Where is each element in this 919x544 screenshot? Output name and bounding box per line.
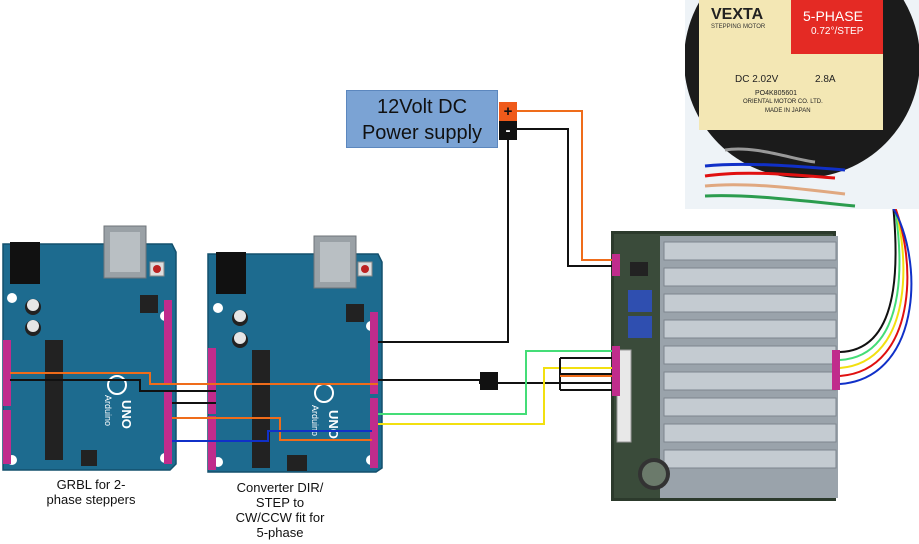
wire-conv-cw [378,350,612,415]
svg-text:Arduino: Arduino [103,395,113,426]
wire-grbl-dir [10,372,378,385]
left-caption-line2: phase steppers [46,492,136,507]
motor-brand: VEXTA [711,6,764,23]
wire-grbl-step-b [172,417,372,441]
power-supply-line2: Power supply [361,122,483,144]
motor-terminal [832,350,840,390]
wire-grbl-gnd [10,379,216,392]
right-board-caption: Converter DIR/ STEP to CW/CCW fit for 5-… [212,480,348,540]
motor-step: 0.72°/STEP [811,26,864,37]
atmega-chip [45,340,63,460]
motor-wire-blue [839,201,913,385]
digital-header-low [370,398,378,468]
power-header [208,348,216,414]
svg-text:Arduino: Arduino [310,405,320,436]
dc-jack [10,242,40,284]
right-caption-line1: Converter DIR/ [236,480,324,495]
analog-header [3,410,11,464]
atmega-chip [252,350,270,468]
arduino-converter-board: Arduino UNO [207,235,383,473]
dc-jack [216,252,246,294]
plus-terminal: + [499,102,517,121]
right-caption-line3: CW/CCW fit for [235,510,325,525]
motor-voltage: DC 2.02V [735,74,779,85]
wire-splice [480,372,498,390]
digital-header-high [370,312,378,394]
right-caption-line2: STEP to [255,495,305,510]
right-caption-line4: 5-phase [256,525,304,540]
motor-phase: 5-PHASE [803,8,863,24]
svg-text:UNO: UNO [119,400,134,429]
signal-terminal [612,346,620,396]
wire-psu-plus [517,110,612,261]
minus-terminal: - [499,121,517,140]
wire-psu-minus-driver [517,128,612,267]
motor-brand-sub: STEPPING MOTOR [711,24,766,30]
power-header [3,340,11,406]
power-supply-line1: 12Volt DC [376,96,468,118]
motor-model-no: PO4K805601 [755,90,798,97]
motor-origin: MADE IN JAPAN [765,108,811,114]
stepper-motor-photo: VEXTA STEPPING MOTOR 5-PHASE 0.72°/STEP … [685,0,919,209]
motor-maker: ORIENTAL MOTOR CO. LTD. [743,99,823,105]
power-terminal [612,254,620,276]
stepper-driver-board [611,231,840,501]
wire-psu-minus-arduino [378,139,509,343]
power-supply-box: 12Volt DC Power supply [346,90,498,148]
wire-grbl-en [172,430,372,442]
svg-text:UNO: UNO [326,410,341,439]
left-board-caption: GRBL for 2- phase steppers [16,477,166,507]
wire-conv-ccw [378,367,612,425]
analog-header [208,416,216,470]
motor-current: 2.8A [815,74,836,85]
arduino-grbl-board: Arduino UNO [2,225,177,471]
left-caption-line1: GRBL for 2- [56,477,126,492]
digital-header-high [164,300,172,384]
digital-header-low [164,390,172,464]
